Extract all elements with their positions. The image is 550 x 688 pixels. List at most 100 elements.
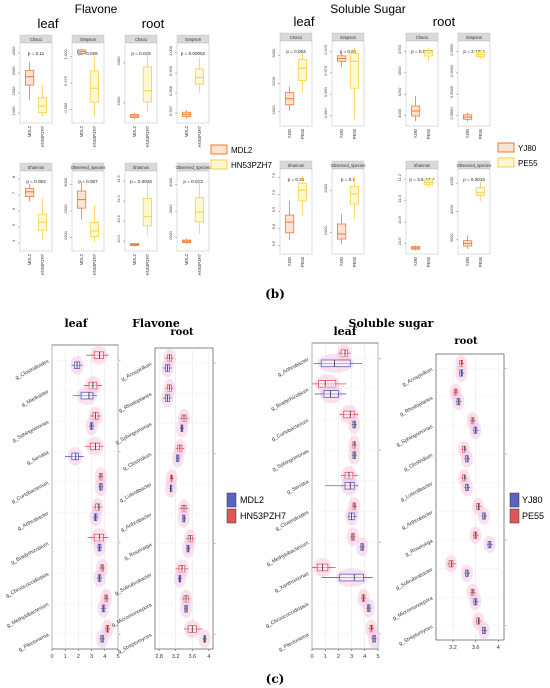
panel-c-flavone-root-label: root xyxy=(170,327,194,338)
y-tick-label: 4000 xyxy=(397,108,402,118)
y-tick-label: 0.9995 xyxy=(449,43,454,56)
box-body xyxy=(89,442,100,451)
x-tick-label: 4 xyxy=(363,654,366,660)
x-tick-label: 0 xyxy=(50,654,53,660)
x-group-label: MDL2 xyxy=(132,253,137,265)
x-tick-label: 2 xyxy=(77,654,80,660)
facet-title: Simpson xyxy=(466,35,483,40)
p-value-label: p = 0.053 xyxy=(26,179,46,184)
facet-title: Shannon xyxy=(414,163,431,168)
x-group-label: YJ80 xyxy=(339,128,344,138)
panel-c-flavone-leaf-label: leaf xyxy=(64,317,88,330)
y-tick-label: 6.0 xyxy=(271,223,276,229)
panel-c-titles: leaf Flavone root Soluble sugar leaf roo… xyxy=(64,317,478,686)
y-tick-label: 10.0 xyxy=(116,234,121,243)
x-group-label: MDL2 xyxy=(79,125,84,137)
significance-mark: * xyxy=(119,449,121,454)
panel-c-sugar-leaf-label: leaf xyxy=(333,325,357,338)
box-body xyxy=(194,197,204,223)
legend-label-yj80: YJ80 xyxy=(518,144,537,153)
p-value-label: p = 0.026 xyxy=(78,51,98,56)
p-value-label: p = 0.033 xyxy=(183,179,203,184)
legend-label-c-yj80: YJ80 xyxy=(522,495,543,505)
facet-plot-area xyxy=(331,168,365,255)
x-group-label: HN53PZH7 xyxy=(145,125,150,147)
y-tick-label: 2000 xyxy=(271,76,276,86)
significance-mark: * xyxy=(214,451,216,456)
significance-mark: * xyxy=(505,366,507,371)
box-body xyxy=(89,70,99,103)
panel-b-sugar-title: Soluble Sugar xyxy=(330,2,405,16)
facet-title: Simpson xyxy=(80,37,97,42)
y-tick-label: 7.5 xyxy=(271,172,276,178)
significance-mark: * xyxy=(505,538,507,543)
p-value-label: p = 0.0015 xyxy=(411,49,433,54)
legend-key-yj80 xyxy=(497,142,515,153)
p-value-label: p = 0.00052 xyxy=(181,51,206,56)
x-group-label: MDL2 xyxy=(79,253,84,265)
x-group-label: PE55 xyxy=(426,256,431,267)
facet-title: Simpson xyxy=(340,35,357,40)
y-tick-label: 7.0 xyxy=(271,189,276,195)
y-tick-label: 10.5 xyxy=(116,214,121,223)
facet-title: Observed_species xyxy=(176,165,211,170)
panel-c-sugar-legend: YJ80 PE55 xyxy=(509,492,544,524)
facet-title: Simpson xyxy=(185,37,202,42)
p-value-label: p = 0.35 xyxy=(288,177,305,182)
panel-b-flavone-root-label: root xyxy=(142,16,165,31)
y-tick-label: 11.0 xyxy=(397,194,402,202)
y-tick-label: 4000 xyxy=(449,204,454,214)
box-body xyxy=(194,68,204,85)
x-group-label: PE55 xyxy=(478,128,483,139)
y-tick-label: 0.9990 xyxy=(449,64,454,77)
y-tick-label: 1000 xyxy=(271,105,276,115)
y-tick-label: 3500 xyxy=(449,233,454,243)
y-tick-label: 0.9985 xyxy=(449,85,454,98)
y-tick-label: 0.999 xyxy=(168,65,173,76)
p-value-label: p = 0.036 xyxy=(131,51,151,56)
box-body xyxy=(89,222,99,238)
y-tick-label: 4750 xyxy=(397,44,402,54)
x-tick-label: 2 xyxy=(337,654,340,660)
p-value-label: p = 0.063 xyxy=(286,49,306,54)
significance-mark: * xyxy=(119,541,121,546)
legend-key-c-pe55 xyxy=(509,508,520,524)
box-body xyxy=(475,187,485,196)
y-tick-label: 10.6 xyxy=(397,237,402,246)
x-group-label: PE55 xyxy=(426,128,431,139)
p-value-label: p = 0.1 xyxy=(341,177,356,182)
y-tick-label: 1000 xyxy=(63,230,68,240)
p-value-label: p = 0.81 xyxy=(340,49,357,54)
y-tick-label: 4 xyxy=(11,239,16,242)
y-tick-label: 0.970 xyxy=(323,65,328,76)
box-body xyxy=(93,351,104,359)
y-tick-label: 2000 xyxy=(11,86,16,96)
x-group-label: YJ80 xyxy=(287,256,292,266)
panel-b-flavone-leaf-label: leaf xyxy=(38,16,59,31)
x-group-label: HN53PZH7 xyxy=(40,253,45,275)
x-group-label: HN53PZH7 xyxy=(145,253,150,275)
y-tick-label: 6 xyxy=(11,207,16,210)
box-body xyxy=(349,186,359,205)
panel-b-sugar-leaf-label: leaf xyxy=(294,14,315,29)
box-body xyxy=(297,58,307,81)
x-tick-label: 4 xyxy=(497,645,500,651)
box-body xyxy=(323,390,339,398)
y-tick-label: 0.975 xyxy=(323,44,328,55)
p-value-label: p = 3.5·10⁻⁵ xyxy=(409,177,434,182)
y-tick-label: 1.000 xyxy=(63,49,68,60)
x-group-label: PE55 xyxy=(300,256,305,267)
y-tick-label: 8 xyxy=(11,175,16,178)
y-tick-label: 4500 xyxy=(449,176,454,186)
y-tick-label: 7 xyxy=(11,191,16,194)
significance-mark: * xyxy=(379,632,381,637)
y-tick-label: 2000 xyxy=(323,183,328,193)
y-tick-label: 4000 xyxy=(11,46,16,56)
facet-title: Observed_species xyxy=(457,163,492,168)
y-tick-label: 11.0 xyxy=(116,194,121,202)
significance-mark: * xyxy=(214,632,216,637)
significance-mark: * xyxy=(379,448,381,453)
